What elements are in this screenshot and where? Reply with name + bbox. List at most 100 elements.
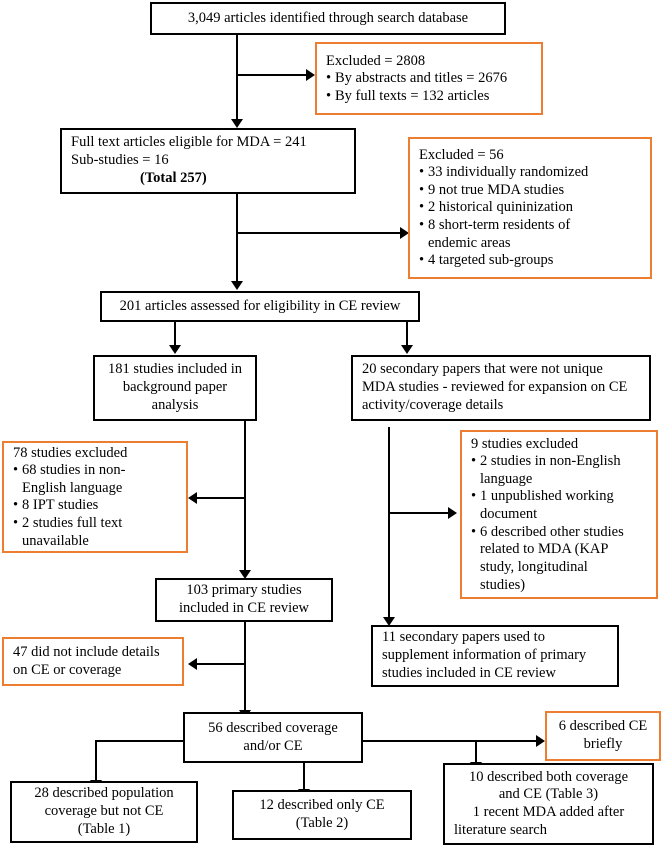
bullet-item: •2 studies full text unavailable: [13, 515, 126, 550]
node-excluded-9-bullets: •2 studies in non-English language •1 un…: [462, 453, 629, 595]
connector-to-excluded-47: [196, 663, 246, 665]
node-primary-103: 103 primary studies included in CE revie…: [155, 578, 333, 622]
connector-to-10-v: [475, 740, 477, 764]
node-both-10-line4: literature search: [454, 821, 547, 838]
node-secondary-11-line3: studies included in CE review: [382, 664, 556, 681]
bullet-item: •68 studies in non- English language: [13, 462, 126, 497]
node-only-ce-12-line1: 12 described only CE: [259, 797, 385, 814]
bullet-dot-icon: •: [419, 181, 425, 198]
arrowhead-to-eligible: [231, 119, 243, 128]
node-identified-text: 3,049 articles identified through search…: [187, 9, 469, 26]
node-background-181-line2: background paper: [122, 379, 228, 396]
node-assessed-201-text: 201 articles assessed for eligibility in…: [119, 297, 401, 314]
bullet-text: 9 not true MDA studies: [428, 181, 565, 198]
bullet-dot-icon: •: [419, 164, 425, 180]
node-primary-103-line2: included in CE review: [178, 600, 310, 616]
bullet-item: •2 historical quininization: [419, 199, 588, 217]
bullet-dot-icon: •: [471, 488, 477, 505]
bullet-dot-icon: •: [471, 452, 477, 469]
node-excluded-47: 47 did not include details on CE or cove…: [2, 637, 184, 686]
node-secondary-20-line3: activity/coverage details: [362, 396, 504, 413]
node-briefly-6-line2: briefly: [583, 736, 623, 752]
bullet-item: •4 targeted sub-groups: [419, 252, 588, 270]
node-full-text-eligible: Full text articles eligible for MDA = 24…: [60, 128, 356, 194]
node-population-28-line2: coverage but not CE: [44, 803, 164, 820]
bullet-text: 1 unpublished working document: [480, 488, 614, 522]
connector-56-to-12: [303, 763, 305, 791]
node-described-56: 56 described coverage and/or CE: [183, 712, 363, 763]
bullet-item: •By abstracts and titles = 2676: [326, 70, 507, 88]
connector-103-to-56: [244, 622, 246, 712]
node-excluded-78-header: 78 studies excluded: [13, 444, 128, 461]
connector-to-excluded-78: [196, 497, 246, 499]
node-secondary-20-line1: 20 secondary papers that were not unique: [362, 361, 603, 378]
arrowhead-to-11: [383, 617, 395, 626]
arrowhead-to-excluded-78: [188, 492, 197, 504]
node-primary-103-line1: 103 primary studies: [186, 582, 302, 599]
node-background-181-line3: analysis: [151, 396, 199, 413]
bullet-text: 33 individually randomized: [428, 164, 589, 180]
bullet-text: By full texts = 132 articles: [335, 87, 490, 104]
arrowhead-to-assessed: [231, 281, 243, 290]
connector-assessed-to-181: [174, 321, 176, 347]
node-described-56-line2: and/or CE: [243, 737, 303, 754]
node-both-10-line1: 10 described both coverage: [468, 768, 629, 785]
connector-56-to-right-h: [363, 740, 538, 742]
arrowhead-to-excluded-2808: [306, 69, 315, 81]
node-excluded-78: 78 studies excluded •68 studies in non- …: [2, 441, 188, 553]
bullet-dot-icon: •: [471, 523, 477, 540]
bullet-dot-icon: •: [419, 199, 425, 216]
bullet-dot-icon: •: [326, 87, 332, 104]
node-identified: 3,049 articles identified through search…: [150, 2, 506, 35]
arrowhead-to-6-briefly: [536, 735, 545, 747]
node-briefly-6: 6 described CE briefly: [545, 711, 661, 761]
bullet-text: By abstracts and titles = 2676: [335, 69, 508, 86]
bullet-dot-icon: •: [326, 69, 332, 86]
bullet-text: 2 studies full text unavailable: [22, 514, 123, 549]
connector-56-to-28-v: [95, 740, 97, 782]
bullet-text: 2 historical quininization: [428, 199, 573, 216]
bullet-item: •2 studies in non-English language: [471, 453, 624, 488]
bullet-text: 6 described other studies related to MDA…: [480, 523, 624, 593]
node-secondary-20-line2: MDA studies - reviewed for expansion on …: [362, 379, 628, 396]
bullet-item: •1 unpublished working document: [471, 488, 624, 523]
bullet-item: •33 individually randomized: [419, 164, 588, 182]
node-excluded-56-bullets: •33 individually randomized •9 not true …: [410, 164, 593, 270]
bullet-text: 2 studies in non-English language: [480, 452, 621, 487]
bullet-item: •6 described other studies related to MD…: [471, 524, 624, 595]
node-only-ce-12: 12 described only CE (Table 2): [232, 790, 412, 840]
node-excluded-56: Excluded = 56 •33 individually randomize…: [408, 137, 652, 279]
arrowhead-to-20: [401, 345, 413, 354]
node-secondary-20: 20 secondary papers that were not unique…: [351, 355, 651, 421]
connector-20-to-11: [388, 427, 390, 619]
node-excluded-2808: Excluded = 2808 •By abstracts and titles…: [315, 42, 543, 115]
bullet-text: 8 short-term residents of endemic areas: [428, 217, 571, 251]
node-both-10: 10 described both coverage and CE (Table…: [443, 763, 654, 845]
node-only-ce-12-line2: (Table 2): [295, 815, 349, 831]
bullet-item: •8 IPT studies: [13, 497, 126, 515]
connector-assessed-to-20: [406, 321, 408, 347]
connector-identified-to-eligible: [236, 33, 238, 121]
node-both-10-line3: 1 recent MDA added after: [472, 804, 625, 820]
node-excluded-9: 9 studies excluded •2 studies in non-Eng…: [460, 430, 658, 599]
node-excluded-47-line2: on CE or coverage: [13, 661, 122, 678]
bullet-dot-icon: •: [13, 461, 19, 478]
node-population-28: 28 described population coverage but not…: [10, 781, 198, 843]
node-excluded-2808-bullets: •By abstracts and titles = 2676 •By full…: [317, 70, 512, 105]
bullet-text: 68 studies in non- English language: [22, 461, 126, 496]
node-full-text-eligible-line1: Full text articles eligible for MDA = 24…: [71, 134, 307, 151]
connector-to-excluded-9: [388, 512, 450, 514]
node-full-text-eligible-line2: Sub-studies = 16: [71, 152, 169, 169]
node-excluded-9-header: 9 studies excluded: [471, 435, 579, 452]
node-excluded-78-bullets: •68 studies in non- English language •8 …: [4, 462, 131, 550]
node-secondary-11-line2: supplement information of primary: [382, 647, 587, 664]
node-full-text-eligible-total: (Total 257): [140, 169, 207, 186]
node-population-28-line1: 28 described population: [34, 785, 174, 802]
connector-181-to-103: [244, 420, 246, 572]
bullet-text: 4 targeted sub-groups: [428, 252, 554, 269]
bullet-dot-icon: •: [13, 497, 19, 514]
node-described-56-line1: 56 described coverage: [208, 719, 338, 736]
bullet-dot-icon: •: [419, 252, 425, 269]
arrowhead-to-103: [239, 570, 251, 579]
arrowhead-to-excluded-47: [188, 658, 197, 670]
